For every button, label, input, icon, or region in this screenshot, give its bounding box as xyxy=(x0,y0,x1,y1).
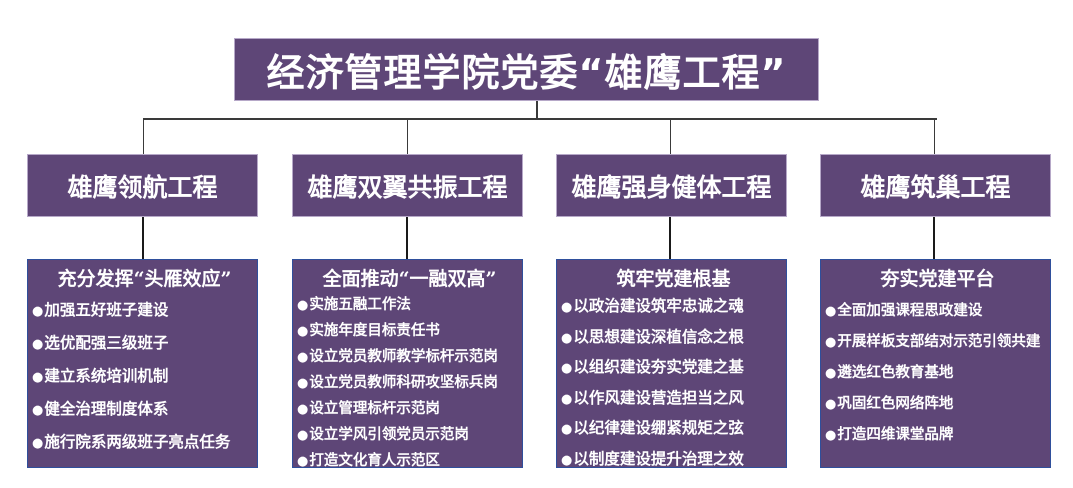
detail-list: 加强五好班子建设 选优配强三级班子 建立系统培训机制 健全治理制度体系 施行院系… xyxy=(32,294,257,459)
detail-subtitle: 夯实党建平台 xyxy=(880,268,995,290)
detail-list: 实施五融工作法 实施年度目标责任书 设立党员教师教学标杆示范岗 设立党员教师科研… xyxy=(297,292,522,467)
project-detail-lingHang: 充分发挥“头雁效应” 加强五好班子建设 选优配强三级班子 建立系统培训机制 健全… xyxy=(27,259,258,468)
connector-head-1 xyxy=(143,118,144,154)
list-item: 加强五好班子建设 xyxy=(32,294,257,327)
list-item: 设立党员教师科研攻坚标兵岗 xyxy=(297,370,522,396)
project-header-qiangShen: 雄鹰强身健体工程 xyxy=(556,154,787,217)
detail-subtitle: 全面推动“一融双高” xyxy=(322,268,497,290)
list-item: 全面加强课程思政建设 xyxy=(825,296,1050,327)
project-name: 雄鹰强身健体工程 xyxy=(571,172,772,202)
project-detail-shuangYi: 全面推动“一融双高” 实施五融工作法 实施年度目标责任书 设立党员教师教学标杆示… xyxy=(292,259,523,468)
connector-title-down xyxy=(536,101,538,120)
project-header-shuangYi: 雄鹰双翼共振工程 xyxy=(292,154,523,217)
list-item: 巩固红色网络阵地 xyxy=(825,389,1050,420)
list-item: 以政治建设筑牢忠诚之魂 xyxy=(561,292,786,323)
connector-head-3 xyxy=(670,118,671,154)
project-name: 雄鹰领航工程 xyxy=(67,172,218,202)
list-item: 打造文化育人示范区 xyxy=(297,448,522,467)
connector-detail-2 xyxy=(406,217,408,259)
project-name: 雄鹰筑巢工程 xyxy=(860,172,1011,202)
project-header-zhuChao: 雄鹰筑巢工程 xyxy=(820,154,1051,217)
connector-detail-3 xyxy=(669,217,671,259)
detail-subtitle: 筑牢党建根基 xyxy=(616,268,731,290)
list-item: 设立学风引领党员示范岗 xyxy=(297,422,522,448)
list-item: 以制度建设提升治理之效 xyxy=(561,445,786,468)
list-item: 实施五融工作法 xyxy=(297,292,522,318)
list-item: 实施年度目标责任书 xyxy=(297,318,522,344)
connector-head-4 xyxy=(934,118,935,154)
connector-horizontal xyxy=(143,118,937,120)
project-header-lingHang: 雄鹰领航工程 xyxy=(27,154,258,217)
connector-detail-4 xyxy=(933,217,935,259)
list-item: 选优配强三级班子 xyxy=(32,327,257,360)
list-item: 建立系统培训机制 xyxy=(32,360,257,393)
detail-subtitle: 充分发挥“头雁效应” xyxy=(57,268,232,290)
project-name: 雄鹰双翼共振工程 xyxy=(307,172,508,202)
list-item: 以组织建设夯实党建之基 xyxy=(561,353,786,384)
list-item: 开展样板支部结对示范引领共建 xyxy=(825,327,1050,358)
detail-list: 全面加强课程思政建设 开展样板支部结对示范引领共建 遴选红色教育基地 巩固红色网… xyxy=(825,296,1050,451)
root-title: 经济管理学院党委“雄鹰工程” xyxy=(266,51,787,95)
list-item: 以纪律建设绷紧规矩之弦 xyxy=(561,414,786,445)
list-item: 以作风建设营造担当之风 xyxy=(561,384,786,415)
connector-head-2 xyxy=(407,118,408,154)
list-item: 打造四维课堂品牌 xyxy=(825,420,1050,451)
root-title-box: 经济管理学院党委“雄鹰工程” xyxy=(234,38,819,101)
list-item: 健全治理制度体系 xyxy=(32,393,257,426)
project-detail-qiangShen: 筑牢党建根基 以政治建设筑牢忠诚之魂 以思想建设深植信念之根 以组织建设夯实党建… xyxy=(556,259,787,468)
project-detail-zhuChao: 夯实党建平台 全面加强课程思政建设 开展样板支部结对示范引领共建 遴选红色教育基… xyxy=(820,259,1051,468)
list-item: 设立管理标杆示范岗 xyxy=(297,396,522,422)
list-item: 施行院系两级班子亮点任务 xyxy=(32,426,257,459)
list-item: 以思想建设深植信念之根 xyxy=(561,323,786,354)
list-item: 遴选红色教育基地 xyxy=(825,358,1050,389)
list-item: 设立党员教师教学标杆示范岗 xyxy=(297,344,522,370)
connector-detail-1 xyxy=(142,217,144,259)
detail-list: 以政治建设筑牢忠诚之魂 以思想建设深植信念之根 以组织建设夯实党建之基 以作风建… xyxy=(561,292,786,468)
